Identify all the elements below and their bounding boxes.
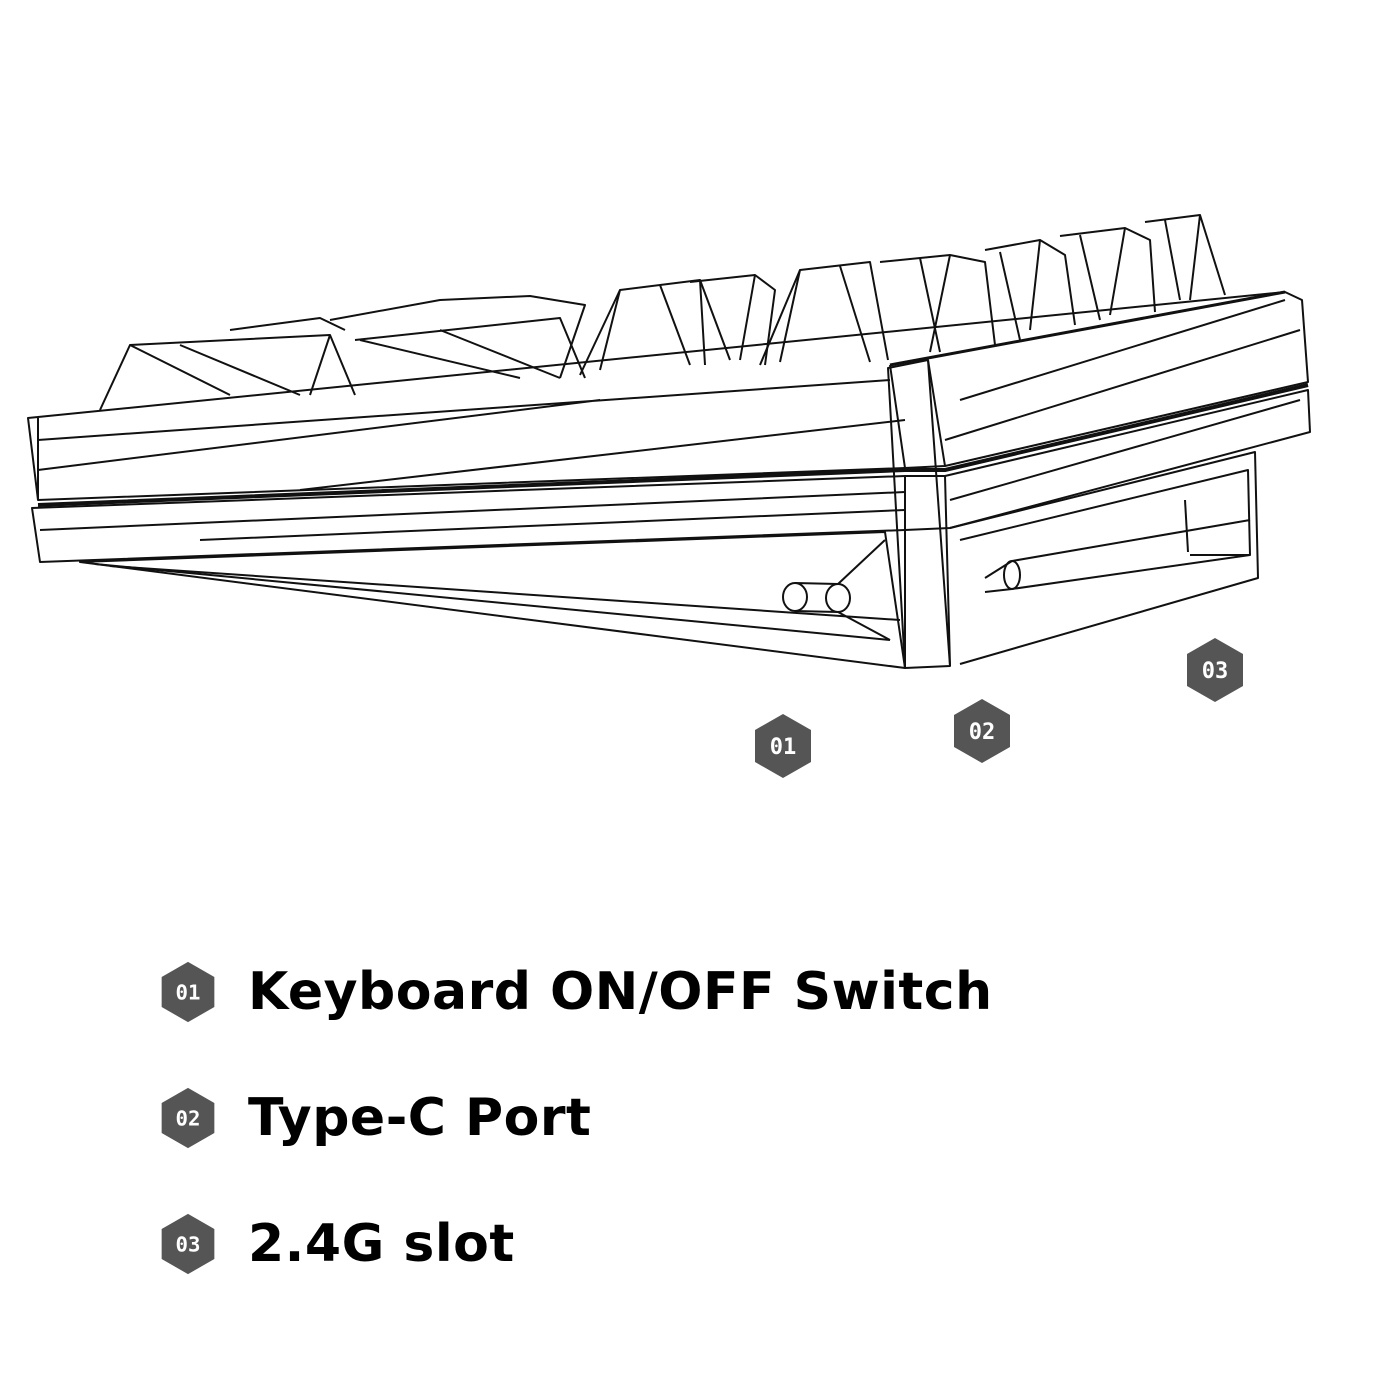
hexagon-badge-icon: 03 [158,1212,218,1276]
callout-badge-02: 02 [951,697,1013,765]
legend-number: 03 [176,1233,201,1257]
hexagon-badge-icon: 02 [954,699,1010,763]
legend-item-power-switch: 01 Keyboard ON/OFF Switch [158,952,993,1032]
hexagon-badge-icon: 01 [755,714,811,778]
hexagon-badge-icon: 03 [1187,638,1243,702]
legend-label: Keyboard ON/OFF Switch [248,962,993,1022]
callout-badge-01: 01 [752,712,814,780]
legend-label: Type-C Port [248,1088,592,1148]
hexagon-badge-icon: 01 [158,960,218,1024]
callout-badge-03: 03 [1184,636,1246,704]
legend-item-2-4g-slot: 03 2.4G slot [158,1204,515,1284]
callout-number: 03 [1202,659,1229,684]
legend-item-type-c-port: 02 Type-C Port [158,1078,591,1158]
legend-label: 2.4G slot [248,1214,515,1274]
legend-number: 02 [176,1107,201,1131]
callout-number: 02 [969,720,996,745]
keyboard-wireframe-illustration [27,214,1311,669]
callout-number: 01 [770,735,797,760]
legend-number: 01 [176,981,201,1005]
hexagon-badge-icon: 02 [158,1086,218,1150]
